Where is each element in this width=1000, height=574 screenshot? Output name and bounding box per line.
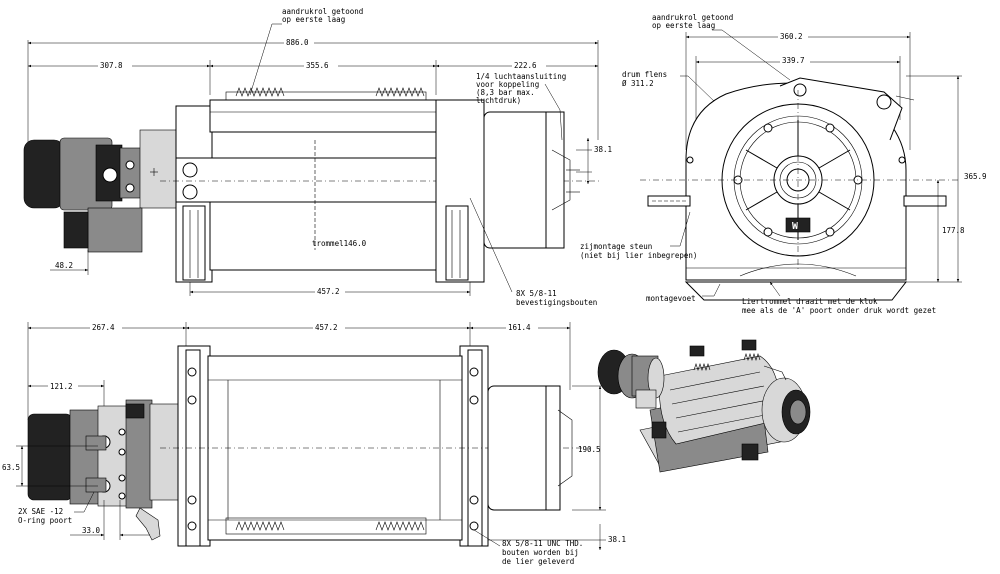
air-note-line-2: voor koppeling: [476, 80, 539, 89]
flange-label-line-2: Ø 311.2: [622, 79, 654, 88]
flange-label-line-1: drum flens: [622, 70, 667, 79]
top-hydraulic-motor: [27, 399, 181, 541]
dimension-drum-length: 355.6: [306, 61, 329, 70]
end-view: aandrukrol getoond op eerste laag 360.2 …: [580, 13, 987, 315]
top-view: 267.4 457.2 161.4 121.2: [2, 322, 626, 566]
dimension-top-motor-offset: 121.2: [50, 382, 73, 391]
dimension-port-spacing: 63.5: [2, 463, 20, 472]
front-view: 886.0 307.8 355.6 222.6 aandrukrol getoo…: [23, 7, 612, 307]
isometric-view: [597, 339, 811, 473]
end-roller-note-line-2: op eerste laag: [652, 21, 715, 30]
dimension-motor-offset: 48.2: [55, 261, 73, 270]
side-mount-note-line-1: zijmontage steun: [580, 242, 652, 251]
dimension-port-offset: 33.0: [82, 526, 101, 535]
pressure-roller-springs: [225, 87, 427, 101]
air-note-line-1: 1/4 luchtaansluiting: [476, 72, 566, 81]
top-bolt-note-line-3: de lier geleverd: [502, 557, 574, 566]
top-bolt-note-line-2: bouten worden bij: [502, 548, 579, 557]
dimension-top-foot-spacing: 457.2: [315, 323, 338, 332]
dimension-side-offset: 38.1: [594, 145, 612, 154]
dimension-total-height: 365.9: [964, 172, 987, 181]
top-bolt-note-line-1: 8X 5/8-11 UNC THD.: [502, 539, 583, 548]
rotation-note-line-2: mee als de 'A' poort onder druk wordt ge…: [742, 306, 936, 315]
logo-mark: W: [792, 221, 799, 232]
dimension-top-right-height: 190.5: [578, 445, 601, 454]
mounting-foot-label: montagevoet: [646, 294, 696, 303]
dimension-top-right-length: 161.4: [508, 323, 531, 332]
dimension-axis-height: 177.8: [942, 226, 965, 235]
dimension-overall-length: 886.0: [286, 38, 309, 47]
bolt-note-line-2: bevestigingsbouten: [516, 298, 597, 307]
dimension-flange-width: 339.7: [782, 56, 805, 65]
dimension-total-width: 360.2: [780, 32, 803, 41]
dimension-foot-spacing: 457.2: [317, 287, 340, 296]
port-note-line-1: 2X SAE -12: [18, 507, 63, 516]
roller-note-line-1: aandrukrol getoond: [282, 7, 363, 16]
rotation-note-line-1: Liertrommel draait met de klok: [742, 297, 878, 306]
port-note-line-2: O-ring poort: [18, 516, 72, 525]
air-note-line-3: (8,3 bar max.: [476, 88, 535, 97]
drum-diameter-label: trommel146.0: [312, 239, 367, 248]
dimension-top-left-length: 267.4: [92, 323, 115, 332]
bolt-note-line-1: 8X 5/8-11: [516, 289, 557, 298]
dimension-right-length: 222.6: [514, 61, 537, 70]
dimension-left-length: 307.8: [100, 61, 123, 70]
end-roller-note-line-1: aandrukrol getoond: [652, 13, 733, 22]
roller-note-line-2: op eerste laag: [282, 15, 345, 24]
air-note-line-4: luchtdruk): [476, 96, 521, 105]
dimension-top-right-offset: 38.1: [608, 535, 626, 544]
side-mount-note-line-2: (niet bij lier inbegrepen): [580, 251, 697, 260]
hydraulic-motor: [23, 129, 177, 253]
